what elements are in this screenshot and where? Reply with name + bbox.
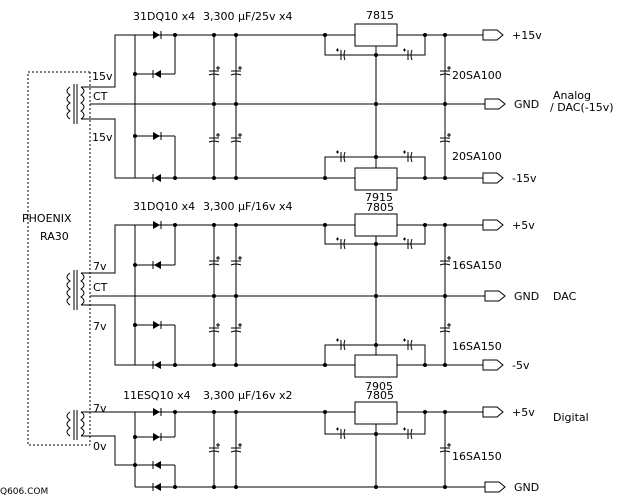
tap-label: CT bbox=[93, 281, 108, 294]
output-label: +15v bbox=[512, 29, 542, 42]
tap-label: 7v bbox=[93, 260, 107, 273]
output-label: GND bbox=[514, 481, 539, 494]
transformer-frame bbox=[27, 71, 90, 446]
capacitor-label: 3,300 μF/25v x4 bbox=[203, 10, 293, 23]
section-digital bbox=[90, 401, 506, 493]
regulator-label: 7805 bbox=[366, 389, 394, 402]
output-label: -15v bbox=[512, 172, 537, 185]
watermark: Q606.COM bbox=[0, 487, 48, 497]
transformer-core-1 bbox=[66, 84, 90, 124]
section-purpose: / DAC(-15v) bbox=[550, 101, 614, 114]
output-label: +5v bbox=[512, 219, 535, 232]
tap-label: CT bbox=[93, 90, 108, 103]
regulator-label: 7815 bbox=[366, 9, 394, 22]
transformer-core-3 bbox=[66, 410, 90, 440]
section-purpose: Digital bbox=[553, 411, 589, 424]
regulator-7805 bbox=[354, 401, 398, 425]
output-cap-label: 20SA100 bbox=[452, 150, 502, 163]
output-cap-label: 16SA150 bbox=[452, 259, 502, 272]
regulator-label: 7805 bbox=[366, 201, 394, 214]
regulator-7815 bbox=[354, 23, 398, 47]
section-dac bbox=[90, 213, 506, 378]
output-label: GND bbox=[514, 98, 539, 111]
transformer-model: RA30 bbox=[40, 230, 69, 243]
tap-label: 7v bbox=[93, 320, 107, 333]
output-cap-label: 16SA150 bbox=[452, 340, 502, 353]
regulator-7805 bbox=[354, 213, 398, 237]
output-label: +5v bbox=[512, 406, 535, 419]
tap-label: 15v bbox=[92, 70, 113, 83]
transformer-name: PHOENIX bbox=[22, 212, 72, 225]
diode-label: 31DQ10 x4 bbox=[133, 200, 195, 213]
section-purpose: Analog bbox=[553, 89, 591, 102]
regulator-label: 7915 bbox=[365, 191, 393, 204]
output-cap-label: 20SA100 bbox=[452, 69, 502, 82]
regulator-7905 bbox=[354, 354, 398, 378]
tap-label: 15v bbox=[92, 131, 113, 144]
section-analog bbox=[90, 23, 506, 191]
regulator-label: 7905 bbox=[365, 380, 393, 393]
tap-label: 7v bbox=[93, 402, 107, 415]
diode-label: 31DQ10 x4 bbox=[133, 10, 195, 23]
transformer-core-2 bbox=[66, 270, 90, 310]
tap-label: 0v bbox=[93, 440, 107, 453]
output-label: -5v bbox=[512, 359, 530, 372]
capacitor-label: 3,300 μF/16v x2 bbox=[203, 389, 293, 402]
output-label: GND bbox=[514, 290, 539, 303]
output-cap-label: 16SA150 bbox=[452, 450, 502, 463]
regulator-7915 bbox=[354, 167, 398, 191]
diode-label: 11ESQ10 x4 bbox=[123, 389, 191, 402]
section-purpose: DAC bbox=[553, 290, 577, 303]
capacitor-label: 3,300 μF/16v x4 bbox=[203, 200, 293, 213]
